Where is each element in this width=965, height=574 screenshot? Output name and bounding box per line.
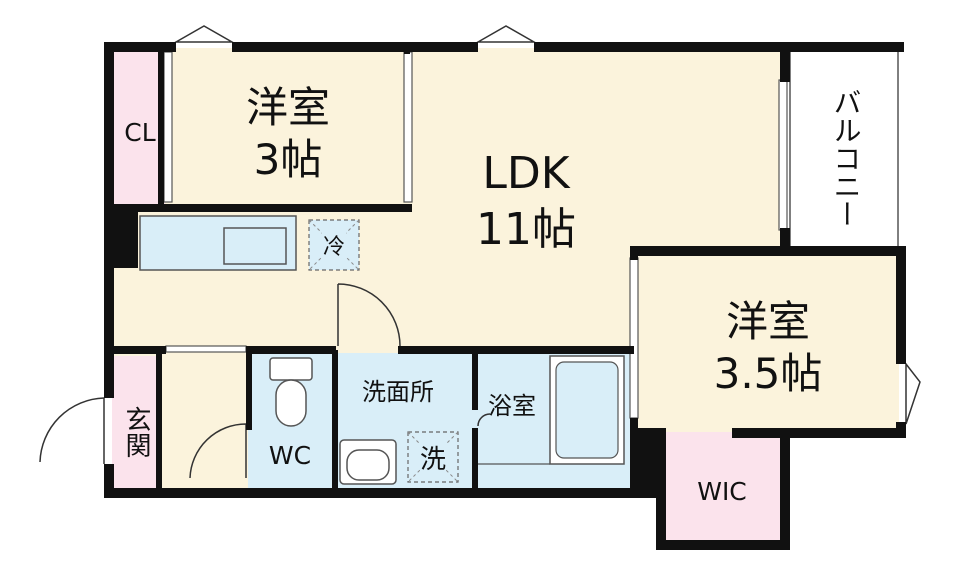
bathtub [478, 355, 625, 465]
closet-label: CL [124, 118, 155, 147]
bath-door [477, 413, 491, 427]
bathroom-label: 浴室 [488, 392, 536, 420]
room-labels: CL 洋室 3帖 LDK 11帖 バルコニー 洋室 3.5帖 WIC 玄関 WC… [121, 83, 863, 506]
washroom-label: 洗面所 [362, 378, 434, 406]
western-a-name: 洋室 [246, 83, 330, 132]
window-vents [173, 25, 921, 425]
wic-label: WIC [697, 477, 747, 506]
balcony-label: バルコニー [830, 88, 863, 228]
ldk-door [337, 283, 401, 347]
walls [104, 42, 906, 550]
western-a-size: 3帖 [254, 135, 323, 184]
front-door [39, 397, 105, 464]
ldk-size: 11帖 [476, 204, 576, 255]
ldk-name: LDK [482, 148, 570, 199]
washer-label: 洗 [420, 445, 446, 475]
entrance-shoebox [112, 356, 160, 491]
western-a-floor [165, 48, 410, 208]
kitchen-counter [139, 215, 297, 271]
toilet-label: WC [269, 441, 311, 470]
balcony-floor [789, 47, 899, 251]
fridge-space [308, 219, 360, 271]
fridge-label: 冷 [323, 235, 345, 260]
closet-floor [112, 48, 165, 208]
washbasin [339, 439, 397, 485]
floor-fills [112, 47, 899, 547]
wc-door [189, 423, 247, 479]
western-b-floor [637, 250, 899, 432]
entrance-label: 玄関 [121, 406, 151, 458]
western-b-name: 洋室 [726, 297, 810, 346]
toilet-fixture [269, 357, 313, 427]
kitchen-sink [223, 227, 287, 265]
western-b-size: 3.5帖 [714, 349, 823, 398]
wic-floor [660, 432, 786, 547]
door-swings [39, 283, 491, 479]
washer-space [407, 431, 459, 483]
